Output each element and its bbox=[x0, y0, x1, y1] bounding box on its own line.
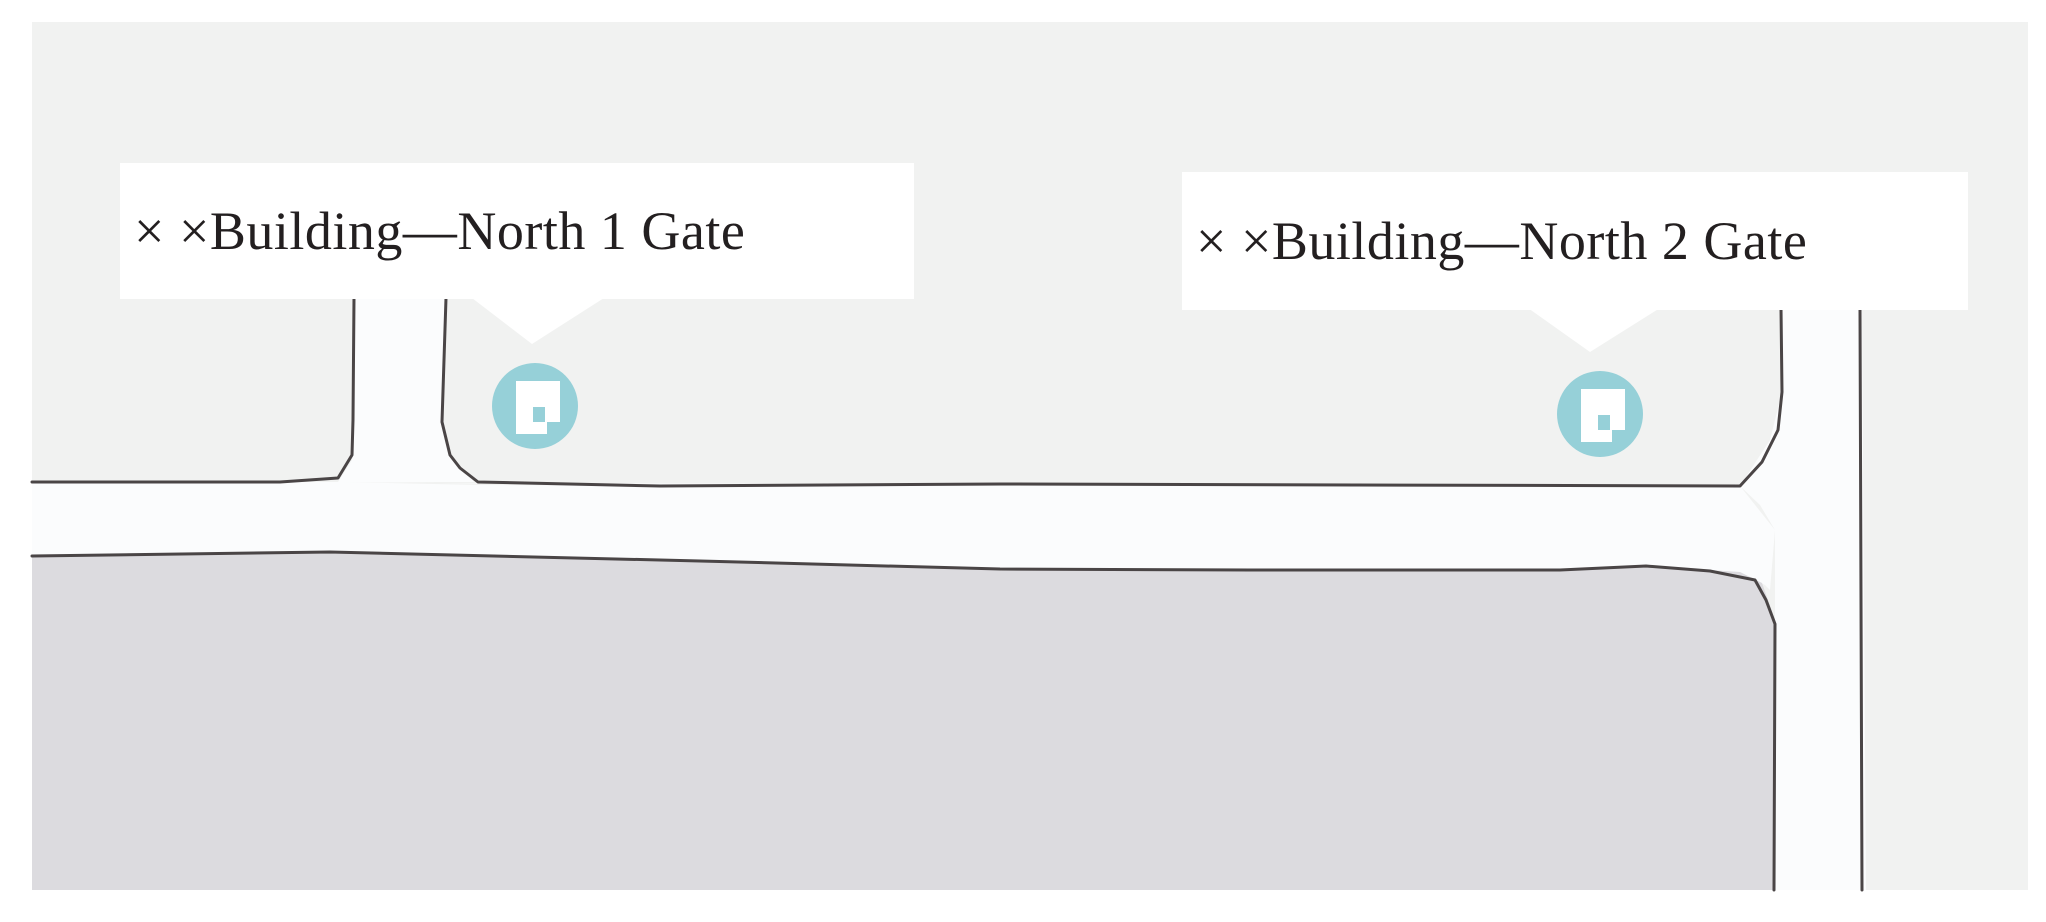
gate-label-north-2: × ×Building—North 2 Gate bbox=[1182, 172, 1968, 310]
gate-label-north-1: × ×Building—North 1 Gate bbox=[120, 163, 914, 299]
outline-block-north-central bbox=[440, 296, 1784, 488]
entrance-marker-icon[interactable] bbox=[492, 363, 578, 449]
gate-label-north-2-text: × ×Building—North 2 Gate bbox=[1196, 211, 1808, 271]
block-outlines bbox=[30, 296, 1864, 892]
outline-road-east bbox=[1858, 306, 1864, 892]
outline-block-northwest bbox=[30, 296, 356, 484]
road-vertical-gate-1 bbox=[338, 296, 474, 482]
city-block-south bbox=[32, 552, 1775, 890]
callout-pointer-1 bbox=[472, 298, 604, 344]
outline-block-south bbox=[30, 550, 1777, 892]
entrance-marker-icon[interactable] bbox=[1557, 371, 1643, 457]
callout-pointer-2 bbox=[1528, 308, 1660, 352]
entrance-marker-2-glyph bbox=[1581, 389, 1625, 442]
entrance-marker-1-glyph bbox=[516, 381, 560, 434]
gate-label-north-1-text: × ×Building—North 1 Gate bbox=[134, 201, 746, 261]
road-network bbox=[32, 296, 1866, 890]
road-horizontal-band bbox=[32, 482, 1775, 590]
